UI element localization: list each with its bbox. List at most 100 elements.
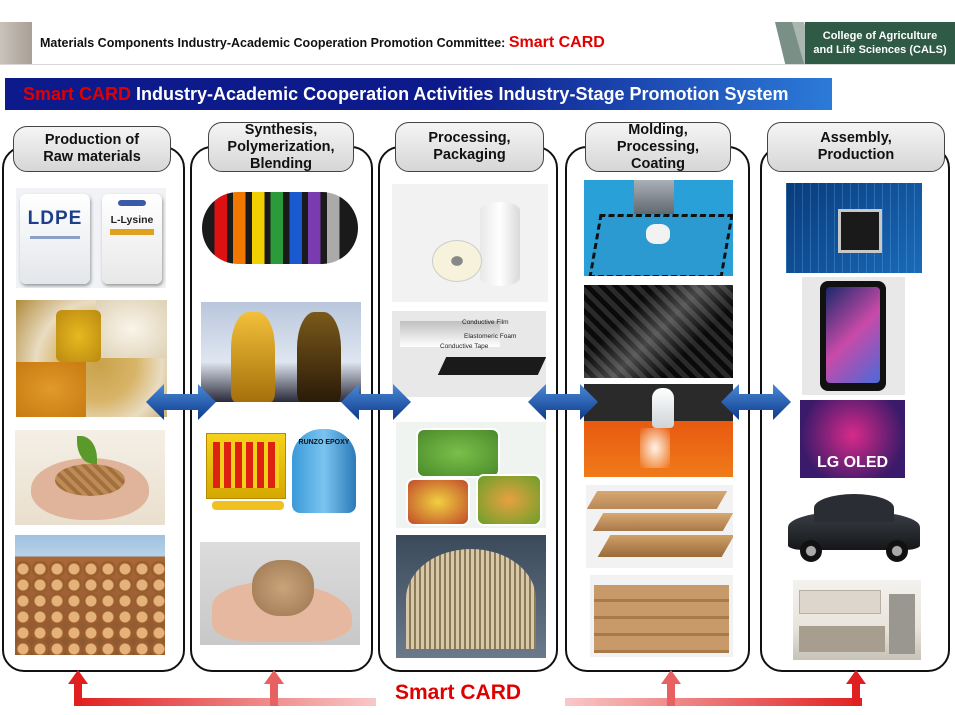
car-wheel-rear bbox=[886, 540, 908, 562]
header-title-highlight: Smart CARD bbox=[508, 34, 605, 51]
feedback-arrows bbox=[68, 670, 866, 706]
pellets-pile bbox=[55, 464, 125, 496]
image-grain-bowl bbox=[16, 300, 167, 417]
double-arrow-icon bbox=[721, 384, 791, 420]
header-title-text: Materials Components Industry-Academic C… bbox=[40, 36, 506, 50]
banner-text: Industry-Academic Cooperation Activities… bbox=[131, 84, 789, 104]
stage-label-line: Processing, bbox=[428, 130, 511, 146]
bag-lysine: L-Lysine bbox=[102, 194, 162, 284]
bag-lysine-label: L-Lysine bbox=[110, 214, 154, 226]
tape-roll-tall bbox=[480, 202, 520, 286]
log-ends bbox=[15, 561, 165, 655]
image-plywood bbox=[586, 485, 733, 568]
printer-head bbox=[634, 180, 674, 214]
image-board-factory bbox=[396, 535, 546, 658]
image-foldable-phone bbox=[802, 277, 905, 395]
stage-label-assembly: Assembly,Production bbox=[767, 122, 945, 172]
spool-stack bbox=[202, 192, 358, 264]
image-particle-board bbox=[590, 575, 733, 657]
phone-body bbox=[820, 281, 886, 391]
image-tape-rolls bbox=[392, 184, 548, 302]
plywood-board-3 bbox=[597, 535, 733, 557]
image-fiber-handful bbox=[200, 542, 360, 645]
stage-label-line: Blending bbox=[249, 155, 312, 172]
kitchen-fridge bbox=[889, 594, 915, 654]
kitchen-cabinets bbox=[799, 590, 881, 614]
adhesive-tube bbox=[212, 501, 284, 510]
stage-label-line: Coating bbox=[631, 155, 685, 172]
footer-label: Smart CARD bbox=[395, 681, 522, 704]
particle-board-stack bbox=[594, 585, 729, 653]
double-arrow-icon bbox=[528, 384, 598, 420]
image-microchip bbox=[786, 183, 922, 273]
college-badge: College of Agriculture and Life Sciences… bbox=[805, 22, 955, 64]
section-banner: Smart CARD Industry-Academic Cooperation… bbox=[5, 78, 832, 110]
adhesive-box bbox=[206, 433, 286, 499]
header-left-decoration bbox=[0, 22, 32, 64]
adhesive-tubes bbox=[213, 442, 279, 488]
stage-label-line: Packaging bbox=[433, 147, 506, 163]
image-kitchen bbox=[793, 580, 921, 660]
board-stack-arch bbox=[406, 549, 536, 649]
college-badge-line1: College of Agriculture bbox=[822, 30, 938, 42]
container-salad bbox=[416, 428, 500, 478]
tape-black-strip bbox=[437, 357, 546, 375]
tape-label-tape: Conductive Tape bbox=[440, 343, 489, 350]
up-arrow-icon bbox=[264, 670, 284, 706]
stage-label-molding: Molding,Processing,Coating bbox=[585, 122, 731, 172]
image-sedan-car bbox=[780, 478, 925, 570]
container-veg bbox=[476, 474, 542, 526]
image-oled-tv: LG OLED bbox=[800, 400, 905, 488]
tape-label-film: Conductive Film bbox=[462, 319, 509, 326]
car-wheel-front bbox=[800, 540, 822, 562]
tape-layer-film bbox=[400, 321, 500, 347]
bag-ldpe: LDPE bbox=[20, 194, 90, 284]
up-arrow-icon bbox=[68, 670, 88, 706]
image-carbon-fiber bbox=[584, 285, 733, 378]
banner-highlight: Smart CARD bbox=[23, 84, 132, 104]
fiber-clump bbox=[252, 560, 314, 616]
image-log-pile bbox=[15, 535, 165, 655]
up-arrow-icon bbox=[661, 670, 681, 706]
stage-label-line: Processing, bbox=[616, 138, 700, 155]
image-3d-printer bbox=[584, 180, 733, 276]
oil-stream-gold bbox=[231, 312, 275, 402]
stage-label-line: Synthesis, bbox=[244, 121, 318, 138]
bag-lysine-band bbox=[110, 229, 154, 235]
grain-quadrant-white bbox=[96, 300, 167, 358]
header-title: Materials Components Industry-Academic C… bbox=[40, 34, 605, 52]
double-arrow-icon bbox=[146, 384, 216, 420]
plywood-board-2 bbox=[592, 513, 733, 531]
epoxy-drum-label: RUNZO EPOXY bbox=[298, 439, 350, 446]
tape-label-foam: Elastomeric Foam bbox=[464, 333, 517, 340]
stage-label-synthesis: Synthesis,Polymerization,Blending bbox=[208, 122, 354, 172]
up-arrow-icon bbox=[846, 670, 866, 706]
tape-roll-small bbox=[432, 240, 482, 282]
grain-quadrant-yellow bbox=[56, 310, 101, 362]
leaf-icon bbox=[77, 436, 97, 464]
double-arrow-icon bbox=[341, 384, 411, 420]
image-plastic-bags: LDPE L-Lysine bbox=[16, 188, 166, 288]
bag-ldpe-band bbox=[30, 236, 80, 239]
stage-label-line: Polymerization, bbox=[227, 138, 335, 155]
image-pellets-hands bbox=[15, 430, 165, 525]
kitchen-counter bbox=[799, 626, 885, 652]
image-oil-pour bbox=[201, 302, 361, 402]
car-roof bbox=[814, 494, 894, 522]
bag-ldpe-label: LDPE bbox=[27, 208, 83, 229]
container-fruit bbox=[406, 478, 470, 526]
bag-lysine-logo bbox=[118, 200, 146, 206]
oil-stream-dark bbox=[297, 312, 341, 402]
image-conductive-tape: Conductive Film Elastomeric Foam Conduct… bbox=[392, 311, 546, 397]
stage-label-line: Production of bbox=[44, 132, 140, 148]
epoxy-drum: RUNZO EPOXY bbox=[292, 429, 356, 513]
grain-quadrant-orange bbox=[16, 362, 86, 417]
stage-label-line: Raw materials bbox=[43, 149, 141, 165]
plywood-board-1 bbox=[586, 491, 728, 509]
stage-label-processing: Processing,Packaging bbox=[395, 122, 544, 172]
tv-logo-text: LG OLED bbox=[816, 454, 889, 471]
carbon-sheen bbox=[584, 285, 733, 378]
stage-label-line: Molding, bbox=[628, 121, 688, 138]
phone-screen bbox=[826, 287, 880, 383]
